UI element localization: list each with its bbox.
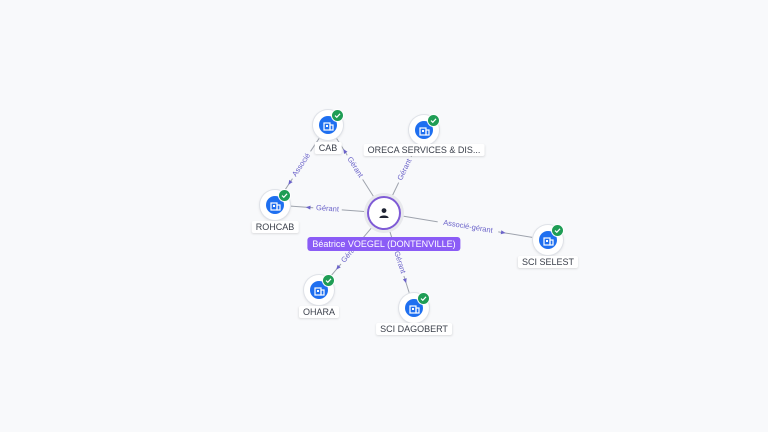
edge-label: Gérant <box>395 156 413 181</box>
building-icon <box>269 201 281 211</box>
building-icon <box>418 126 430 136</box>
company-label-sci-selest: SCI SELEST <box>517 256 579 268</box>
edge-label-background <box>391 247 409 278</box>
building-icon <box>322 121 334 131</box>
edge-label-background <box>312 203 343 215</box>
edge-arrow-icon <box>343 149 348 154</box>
verified-check-icon <box>331 109 344 122</box>
verified-check-icon <box>551 224 564 237</box>
relation-edge: Gérant <box>328 227 372 279</box>
company-label-rohcab: ROHCAB <box>251 221 299 233</box>
verified-check-icon <box>417 292 430 305</box>
edge-arrow-icon <box>336 264 341 270</box>
person-circle <box>369 198 399 228</box>
verified-check-icon <box>427 114 440 127</box>
edge-arrow-icon <box>305 205 311 210</box>
verified-check-icon <box>322 274 335 287</box>
edge-label-background <box>436 217 499 237</box>
building-icon <box>408 304 420 314</box>
edge-label: Gérant <box>316 203 340 214</box>
person-name-label[interactable]: Béatrice VOEGEL (DONTENVILLE) <box>307 237 461 251</box>
edge-label: Associé-gérant <box>443 218 495 235</box>
edge-arrow-icon <box>402 278 407 284</box>
edge-label-background <box>394 154 416 185</box>
edge-label-background <box>288 148 315 182</box>
user-icon <box>379 208 389 218</box>
edge-label: Associé <box>290 151 312 178</box>
edge-label: Gérant <box>392 250 408 275</box>
edge-arrow-icon <box>500 230 506 235</box>
edge-arrow-icon <box>288 179 293 185</box>
building-icon <box>542 236 554 246</box>
company-label-ohara: OHARA <box>298 306 340 318</box>
building-icon <box>313 286 325 296</box>
relation-edge: Associé-gérant <box>403 215 533 238</box>
edge-label-background <box>343 152 367 182</box>
company-label-sci-dagobert: SCI DAGOBERT <box>376 323 452 335</box>
relation-edge: Gérant <box>290 203 365 215</box>
company-label-oreca: ORECA SERVICES & DIS... <box>363 144 485 156</box>
verified-check-icon <box>278 189 291 202</box>
company-label-cab: CAB <box>314 142 342 154</box>
